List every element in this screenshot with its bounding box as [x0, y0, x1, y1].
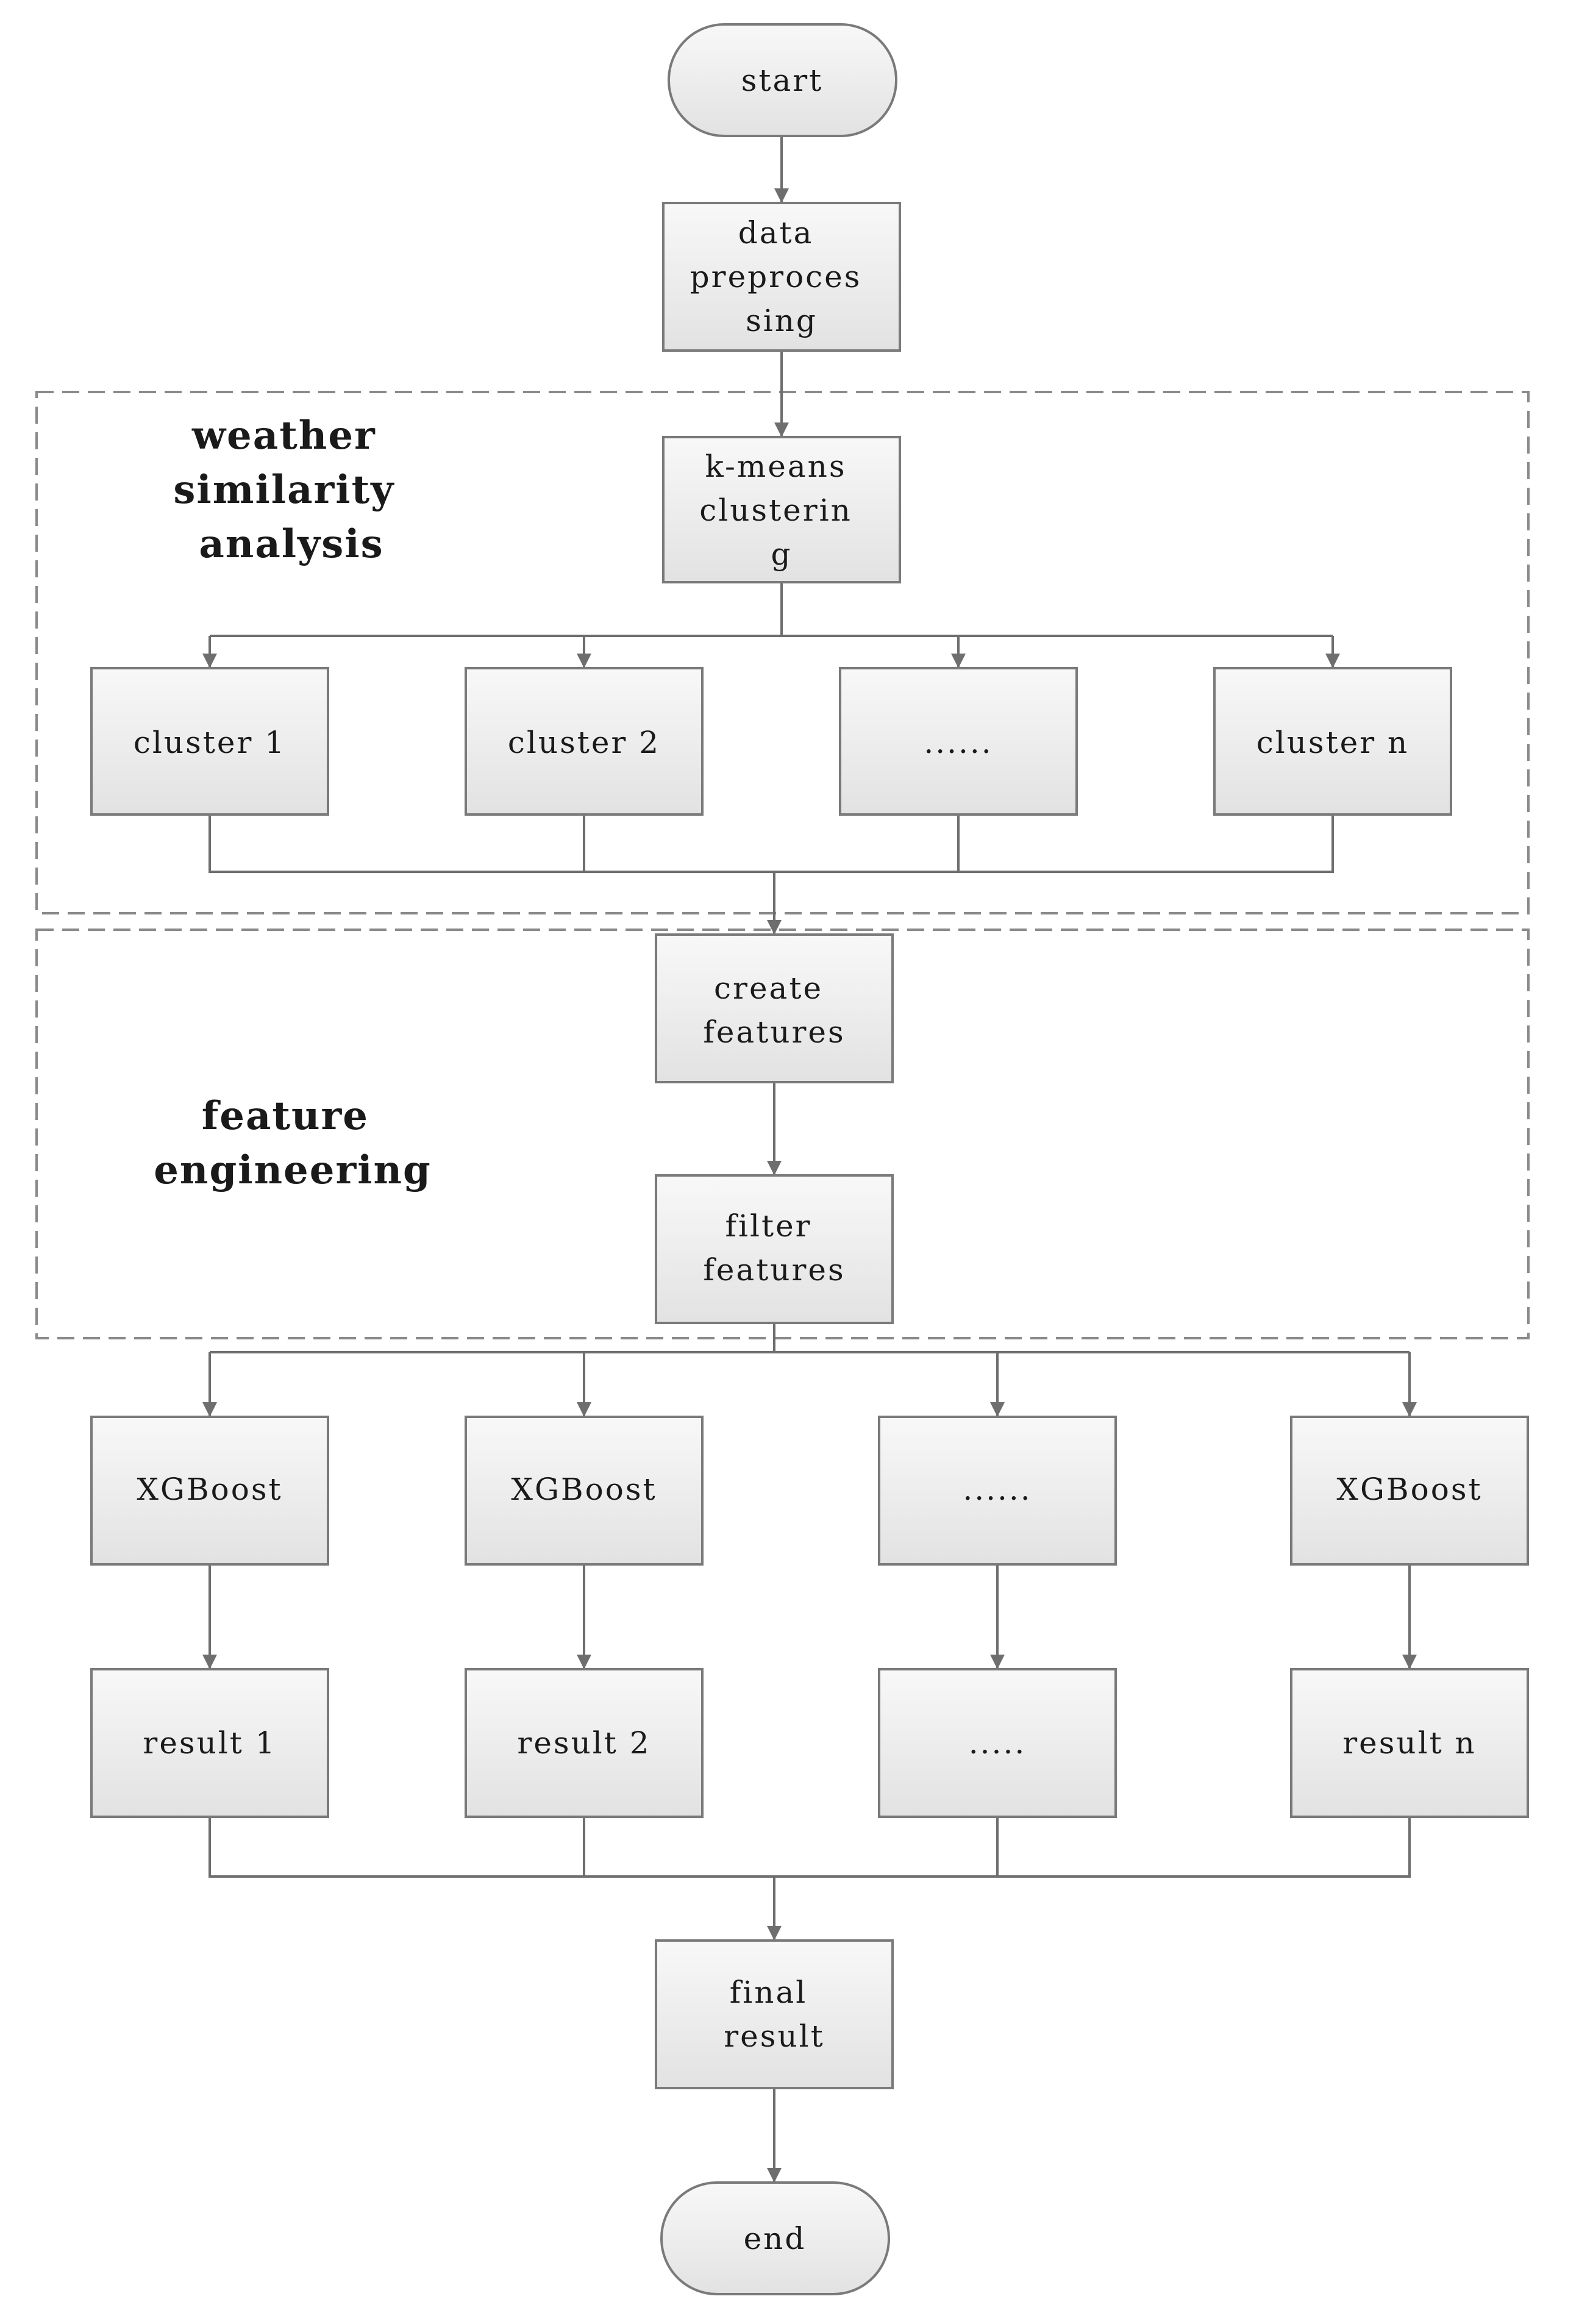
node-cluster-2-shape [465, 667, 704, 816]
node-cluster-dots-label: ...... [924, 725, 993, 760]
node-xgboost-dots-label: ...... [963, 1472, 1032, 1507]
node-xgboost-2-label: XGBoost [511, 1472, 657, 1507]
node-start-label: start [741, 63, 824, 98]
node-preprocessing-label: data preproces sing [690, 215, 874, 338]
node-cluster-1-label: cluster 1 [134, 725, 286, 760]
node-filter-features-shape [655, 1174, 894, 1324]
node-end-label: end [744, 2221, 807, 2256]
node-kmeans-shape [662, 436, 901, 583]
node-result-dots-shape [878, 1668, 1117, 1818]
node-result-dots-label: ..... [969, 1725, 1026, 1761]
connector-results-merge [209, 1817, 1411, 1878]
connectors [202, 136, 1417, 2183]
node-result-1-label: result 1 [143, 1725, 276, 1761]
node-result-n-label: result n [1342, 1725, 1477, 1761]
connector-clusters-merge [209, 814, 1334, 873]
group-weather-similarity-label: weather similarity analysis [173, 413, 409, 567]
node-final-result-shape [655, 1939, 894, 2089]
node-xgboost-1-shape [90, 1416, 329, 1566]
group-feature-engineering-label: feature engineering [154, 1093, 432, 1193]
group-feature-engineering-frame [35, 929, 1530, 1339]
node-filter-features-label: filter features [703, 1208, 845, 1288]
node-cluster-1-shape [90, 667, 329, 816]
node-result-1-shape [90, 1668, 329, 1818]
node-xgboost-n-shape [1290, 1416, 1529, 1566]
node-result-n-shape [1290, 1668, 1529, 1818]
node-xgboost-2-shape [465, 1416, 704, 1566]
node-final-result-label: final result [724, 1975, 824, 2054]
node-create-features-shape [655, 933, 894, 1083]
node-xgboost-dots-shape [878, 1416, 1117, 1566]
node-result-2-shape [465, 1668, 704, 1818]
node-xgboost-n-label: XGBoost [1336, 1472, 1482, 1507]
node-cluster-2-label: cluster 2 [508, 725, 660, 760]
node-xgboost-1-label: XGBoost [137, 1472, 282, 1507]
node-result-2-label: result 2 [517, 1725, 650, 1761]
node-cluster-dots-shape [839, 667, 1078, 816]
node-preprocessing-shape [662, 202, 901, 352]
node-end-shape [660, 2181, 890, 2295]
node-cluster-n-label: cluster n [1256, 725, 1410, 760]
node-start-shape [668, 23, 897, 137]
node-cluster-n-shape [1213, 667, 1452, 816]
node-kmeans-label: k-means clusterin g [699, 449, 864, 572]
node-create-features-label: create features [703, 971, 845, 1050]
